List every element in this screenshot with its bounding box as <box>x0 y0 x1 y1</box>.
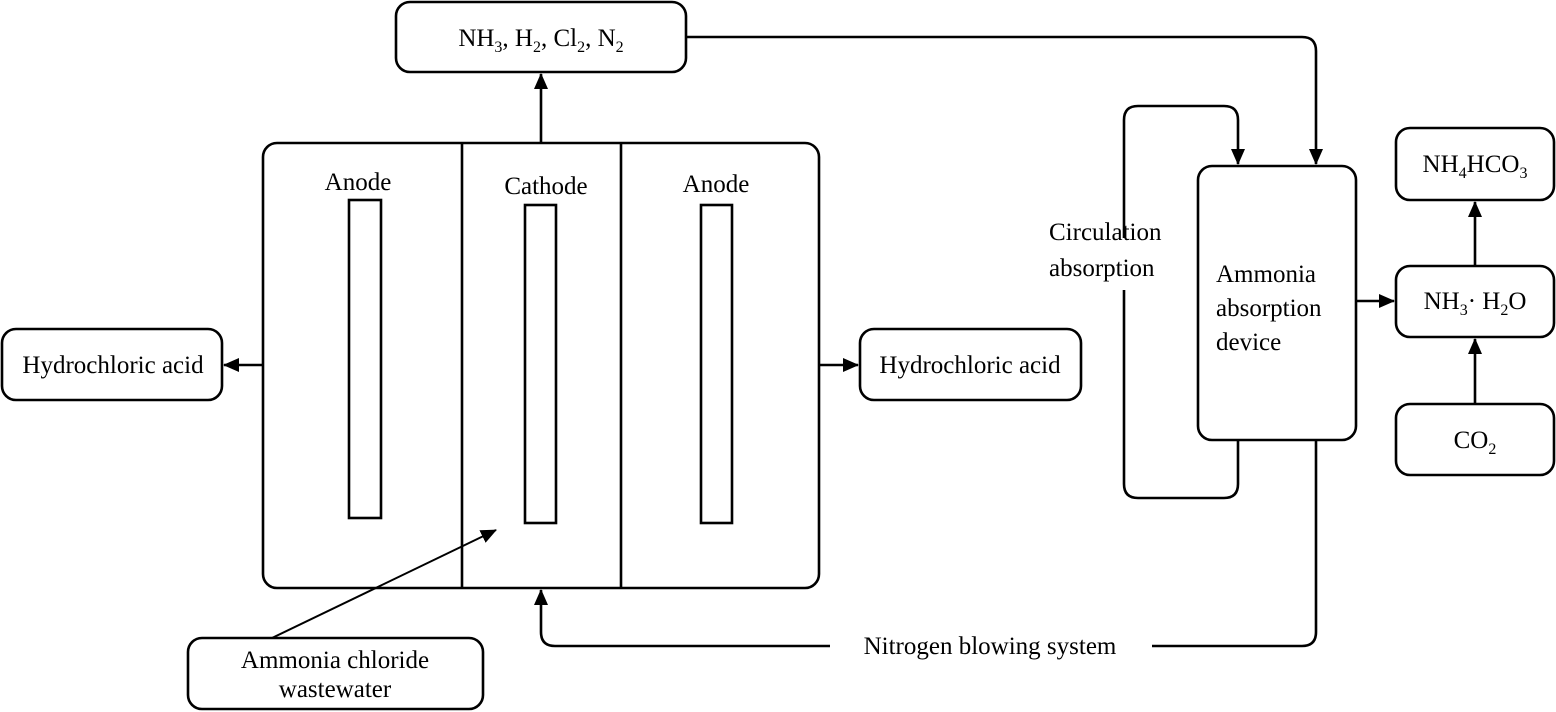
absorber-label-line1: Ammonia <box>1216 261 1316 288</box>
circulation-loop-top <box>1122 104 1245 238</box>
gas-to-absorber-arrow <box>686 35 1323 165</box>
hcl-right-box: Hydrochloric acid <box>858 327 1083 402</box>
feed-arrow <box>271 529 497 639</box>
gas-output-label: NH3, H2, Cl2, N2 <box>458 25 623 56</box>
nitrogen-line-right <box>1152 440 1318 648</box>
nitrogen-to-cell-arrow <box>534 589 830 648</box>
ammonia-water-box: NH3· H2O <box>1394 264 1556 339</box>
bicarbonate-label: NH4HCO3 <box>1423 151 1528 182</box>
hcl-left-label: Hydrochloric acid <box>22 352 204 379</box>
cathode-electrode <box>523 203 558 525</box>
right-anode-electrode <box>699 203 734 525</box>
left-anode-electrode <box>347 198 383 520</box>
feed-label-line2: wastewater <box>279 676 392 703</box>
circulation-loop-bottom <box>1122 290 1240 500</box>
electrolytic-cell: Anode Cathode Anode <box>261 141 821 590</box>
absorber-box: Ammonia absorption device <box>1196 164 1358 442</box>
nitrogen-label: Nitrogen blowing system <box>864 633 1117 660</box>
ammonia-water-label: NH3· H2O <box>1424 288 1527 319</box>
co2-label: CO2 <box>1454 427 1497 458</box>
circulation-label-line1: Circulation <box>1049 219 1162 246</box>
left-anode-label: Anode <box>325 169 392 196</box>
absorber-label-line2: absorption <box>1216 295 1322 322</box>
gas-output-box: NH3, H2, Cl2, N2 <box>394 0 688 74</box>
absorber-label-line3: device <box>1216 329 1281 356</box>
co2-box: CO2 <box>1394 402 1556 477</box>
feed-box: Ammonia chloride wastewater <box>186 636 485 711</box>
cathode-label: Cathode <box>504 173 587 200</box>
bicarbonate-box: NH4HCO3 <box>1394 126 1556 202</box>
hcl-left-box: Hydrochloric acid <box>0 327 224 402</box>
circulation-label-line2: absorption <box>1049 255 1155 282</box>
right-anode-label: Anode <box>683 171 750 198</box>
hcl-right-label: Hydrochloric acid <box>879 352 1061 379</box>
feed-label-line1: Ammonia chloride <box>241 647 429 674</box>
